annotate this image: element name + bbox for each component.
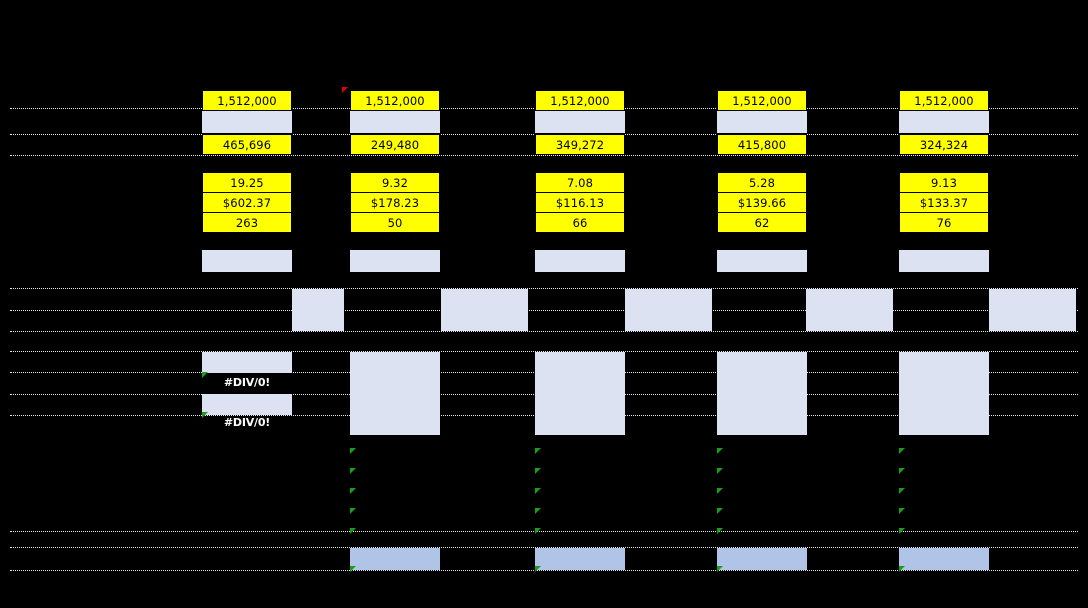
- blue-offset-4[interactable]: [806, 289, 893, 331]
- cell-price-4[interactable]: $139.66: [717, 192, 807, 213]
- cell-units-3[interactable]: 1,512,000: [535, 90, 625, 111]
- gridline-row-5: [10, 331, 1078, 332]
- error-marker-icon-26: [202, 412, 208, 418]
- blue-low-a-1[interactable]: [202, 352, 292, 373]
- cell-result-1[interactable]: 465,696: [202, 134, 292, 155]
- cell-units-1[interactable]: 1,512,000: [202, 90, 292, 111]
- error-marker-icon-4: [899, 448, 905, 454]
- error-value-2: #DIV/0!: [223, 415, 271, 429]
- cell-rate-2[interactable]: 9.32: [350, 172, 440, 193]
- error-marker-icon-8: [899, 468, 905, 474]
- error-marker-icon-18: [535, 528, 541, 534]
- cell-count-3[interactable]: 66: [535, 212, 625, 233]
- cell-units-5[interactable]: 1,512,000: [899, 90, 989, 111]
- cell-result-4[interactable]: 415,800: [717, 134, 807, 155]
- cell-price-2[interactable]: $178.23: [350, 192, 440, 213]
- cell-units-4[interactable]: 1,512,000: [717, 90, 807, 111]
- cell-result-2[interactable]: 249,480: [350, 134, 440, 155]
- cell-result-3[interactable]: 349,272: [535, 134, 625, 155]
- cell-count-1[interactable]: 263: [202, 212, 292, 233]
- blue-top-4[interactable]: [717, 110, 807, 133]
- blue-offset-5[interactable]: [989, 289, 1076, 331]
- blue-top-3[interactable]: [535, 110, 625, 133]
- error-marker-icon-2: [535, 448, 541, 454]
- error-marker-icon-23: [717, 566, 723, 572]
- blue-mid-3[interactable]: [535, 250, 625, 272]
- blue-low-b-1[interactable]: [202, 394, 292, 415]
- error-marker-icon-5: [350, 468, 356, 474]
- blue-tall-3[interactable]: [535, 352, 625, 435]
- error-marker-icon-20: [899, 528, 905, 534]
- gridline-row-2: [10, 155, 1078, 156]
- comment-marker-icon-1: [342, 87, 348, 93]
- blue-top-2[interactable]: [350, 110, 440, 133]
- blue-tall-4[interactable]: [717, 352, 807, 435]
- cell-units-2[interactable]: 1,512,000: [350, 90, 440, 111]
- cell-rate-5[interactable]: 9.13: [899, 172, 989, 193]
- gridline-row-6: [10, 351, 1078, 352]
- cell-rate-1[interactable]: 19.25: [202, 172, 292, 193]
- blue-offset-3[interactable]: [625, 289, 712, 331]
- cell-rate-3[interactable]: 7.08: [535, 172, 625, 193]
- error-marker-icon-10: [535, 488, 541, 494]
- error-marker-icon-22: [535, 566, 541, 572]
- error-marker-icon-9: [350, 488, 356, 494]
- blue-mid-2[interactable]: [350, 250, 440, 272]
- gridline-row-12: [10, 570, 1078, 571]
- error-marker-icon-12: [899, 488, 905, 494]
- error-marker-icon-14: [535, 508, 541, 514]
- cell-count-5[interactable]: 76: [899, 212, 989, 233]
- error-marker-icon-3: [717, 448, 723, 454]
- blue-tall-2[interactable]: [350, 352, 440, 435]
- error-marker-icon-1: [350, 448, 356, 454]
- error-marker-icon-24: [899, 566, 905, 572]
- cell-price-3[interactable]: $116.13: [535, 192, 625, 213]
- cell-result-5[interactable]: 324,324: [899, 134, 989, 155]
- error-marker-icon-11: [717, 488, 723, 494]
- blue-bottom-5[interactable]: [899, 548, 989, 570]
- cell-rate-4[interactable]: 5.28: [717, 172, 807, 193]
- cell-count-2[interactable]: 50: [350, 212, 440, 233]
- error-marker-icon-19: [717, 528, 723, 534]
- error-marker-icon-7: [717, 468, 723, 474]
- cell-price-1[interactable]: $602.37: [202, 192, 292, 213]
- blue-mid-5[interactable]: [899, 250, 989, 272]
- blue-mid-4[interactable]: [717, 250, 807, 272]
- blue-offset-1[interactable]: [292, 289, 344, 331]
- blue-offset-2[interactable]: [441, 289, 528, 331]
- blue-top-1[interactable]: [202, 110, 292, 133]
- blue-tall-5[interactable]: [899, 352, 989, 435]
- blue-bottom-4[interactable]: [717, 548, 807, 570]
- blue-bottom-3[interactable]: [535, 548, 625, 570]
- blue-top-5[interactable]: [899, 110, 989, 133]
- cell-price-5[interactable]: $133.37: [899, 192, 989, 213]
- cell-count-4[interactable]: 62: [717, 212, 807, 233]
- gridline-row-4: [10, 310, 1078, 311]
- blue-mid-1[interactable]: [202, 250, 292, 272]
- gridline-row-11: [10, 547, 1078, 548]
- error-marker-icon-21: [350, 566, 356, 572]
- gridline-row-10: [10, 531, 1078, 532]
- error-marker-icon-16: [899, 508, 905, 514]
- blue-bottom-2[interactable]: [350, 548, 440, 570]
- error-marker-icon-13: [350, 508, 356, 514]
- error-value-1: #DIV/0!: [223, 375, 271, 389]
- gridline-row-3: [10, 288, 1078, 289]
- error-marker-icon-6: [535, 468, 541, 474]
- error-marker-icon-25: [202, 372, 208, 378]
- error-marker-icon-15: [717, 508, 723, 514]
- error-marker-icon-17: [350, 528, 356, 534]
